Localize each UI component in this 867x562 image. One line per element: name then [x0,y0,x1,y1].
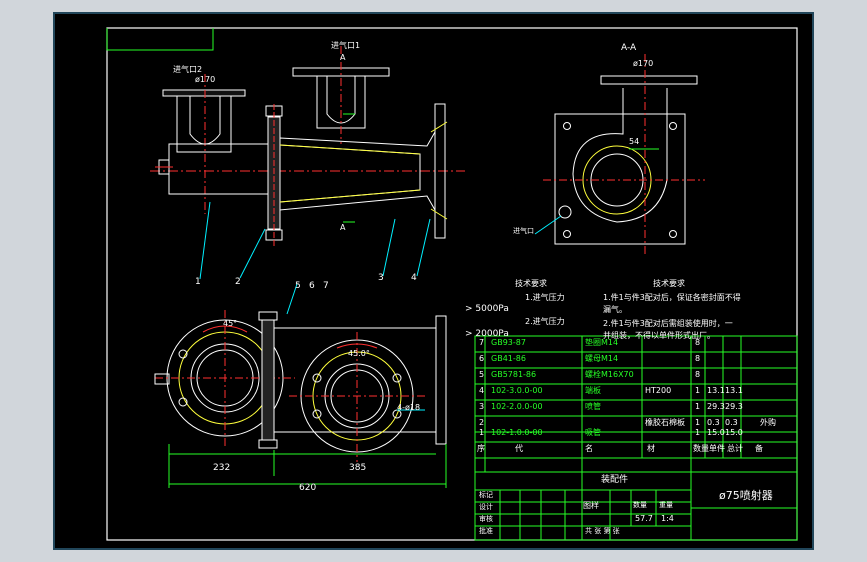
drawing-sheet: 进气口2 ø170 进气口1 A A 1 2 3 4 5 6 7 A-A ø17… [53,12,814,550]
tb-approve: 批准 [479,527,493,535]
tb-qty-label: 数量 [633,501,647,509]
bom-cell-name: 垫圈M14 [585,338,619,347]
holes-dim: 4-ø18 [397,403,421,412]
side-inlet-label: 进气口 [513,227,534,235]
tb-weight-label: 重量 [659,501,673,509]
tb-check: 审核 [479,515,493,523]
callout-3: 3 [378,273,384,283]
dim-54: 54 [629,137,640,146]
bom-cell-w1: 29.3 [707,402,725,411]
section-aa-title: A-A [621,43,637,53]
tb-drawing: 图样 [583,501,599,510]
spec-left-title: 技术要求 [515,279,547,288]
inlet2-label: 进气口2 [173,65,203,74]
bom-cell-no: 7 [479,338,485,347]
callout-6: 6 [309,281,315,291]
bom-cell-note: 外购 [760,418,776,427]
tb-design: 设计 [479,503,493,511]
tb-scale: 1:4 [661,514,674,523]
bom-cell-w2: 13.1 [725,386,743,395]
dim-620: 620 [299,483,317,493]
spec-right-2: 漏气。 [603,305,627,314]
spec-right-4: 并组装，不得以单件形式出厂。 [603,331,715,340]
bom-cell-no: 3 [479,402,485,411]
bom-cell-code: 102-3.0.0-00 [491,386,543,395]
bom-cell-qty: 8 [695,354,701,363]
bom-cell-code: GB93-87 [491,338,526,347]
bom-h-unit: 单件 [709,444,725,453]
bom-cell-code: GB41-86 [491,354,526,363]
bom-cell-qty: 1 [695,418,701,427]
spec-right-title: 技术要求 [653,279,685,288]
bom-cell-no: 1 [479,428,485,437]
flange-aa-dim: ø170 [633,59,654,68]
spec-right-1: 1.件1与件3配对后，保证各密封面不得 [603,293,741,302]
callout-2: 2 [235,277,241,287]
bom-cell-w2: 15.0 [725,428,743,437]
dim-232: 232 [213,463,231,473]
callout-4: 4 [411,273,417,283]
bom-cell-no: 6 [479,354,485,363]
product-name: ø75喷射器 [719,489,773,502]
bom-cell-qty: 1 [695,386,701,395]
tb-mark: 标记 [479,491,493,499]
bom-cell-w1: 0.3 [707,418,720,427]
bom-cell-qty: 1 [695,428,701,437]
tb-weight: 57.7 [635,514,653,523]
bom-cell-name: 喷管 [585,402,601,411]
bom-cell-w2: 0.3 [725,418,738,427]
bom-cell-name: 端板 [585,386,601,395]
bom-cell-qty: 8 [695,338,701,347]
bom-h-note: 备 [755,444,763,453]
bom-cell-no: 4 [479,386,485,395]
bom-cell-w1: 15.0 [707,428,725,437]
bom-h-total: 总计 [727,444,743,453]
bom-cell-name: 螺栓M16X70 [585,370,634,379]
bom-cell-no: 2 [479,418,485,427]
bom-cell-no: 5 [479,370,485,379]
spec-left-3: 2.进气压力 [525,317,565,326]
bom-h-mat: 材 [647,444,655,453]
bom-table-lines [474,335,798,541]
bom-cell-code: GB5781-86 [491,370,537,379]
bom-h-name: 名 [585,444,593,453]
bottom-view [154,283,447,488]
bom-cell-mat: HT200 [645,386,672,395]
bom-cell-qty: 1 [695,402,701,411]
bom-h-code: 代 [515,444,523,453]
front-view [150,46,465,280]
spec-left-4: > 2000Pa [465,329,509,339]
bom-cell-w2: 29.3 [725,402,743,411]
angle-45b: 45.0° [348,349,370,358]
bom-cell-code: 102-1.0.0-00 [491,428,543,437]
bom-cell-name: 吸管 [585,428,601,437]
bom-cell-code: 102-2.0.0-00 [491,402,543,411]
section-aa-view [534,54,705,254]
spec-left-2: > 5000Pa [465,304,509,314]
spec-left-1: 1.进气压力 [525,293,565,302]
bom-h-no: 序 [477,444,485,453]
spec-right-3: 2.件1与件3配对后需组装使用时，一 [603,319,733,328]
assembly-label: 装配件 [601,475,629,485]
bom-cell-name: 螺母M14 [585,354,619,363]
callout-7: 7 [323,281,329,291]
callout-1: 1 [195,277,201,287]
bom-cell-qty: 8 [695,370,701,379]
bom-h-qty: 数量 [693,444,709,453]
bom-cell-mat: 橡胶石棉板 [645,418,685,427]
callout-5: 5 [295,281,301,291]
section-mark-top: A [340,53,346,62]
flange-top-dim: ø170 [195,75,216,84]
inlet1-label: 进气口1 [331,41,361,50]
section-mark-bottom: A [340,223,346,232]
angle-45a: 45° [223,319,238,328]
dim-385: 385 [349,463,367,473]
tb-sheet: 共 张 第 张 [585,527,620,535]
cad-drawing [106,27,798,541]
bom-cell-w1: 13.1 [707,386,725,395]
